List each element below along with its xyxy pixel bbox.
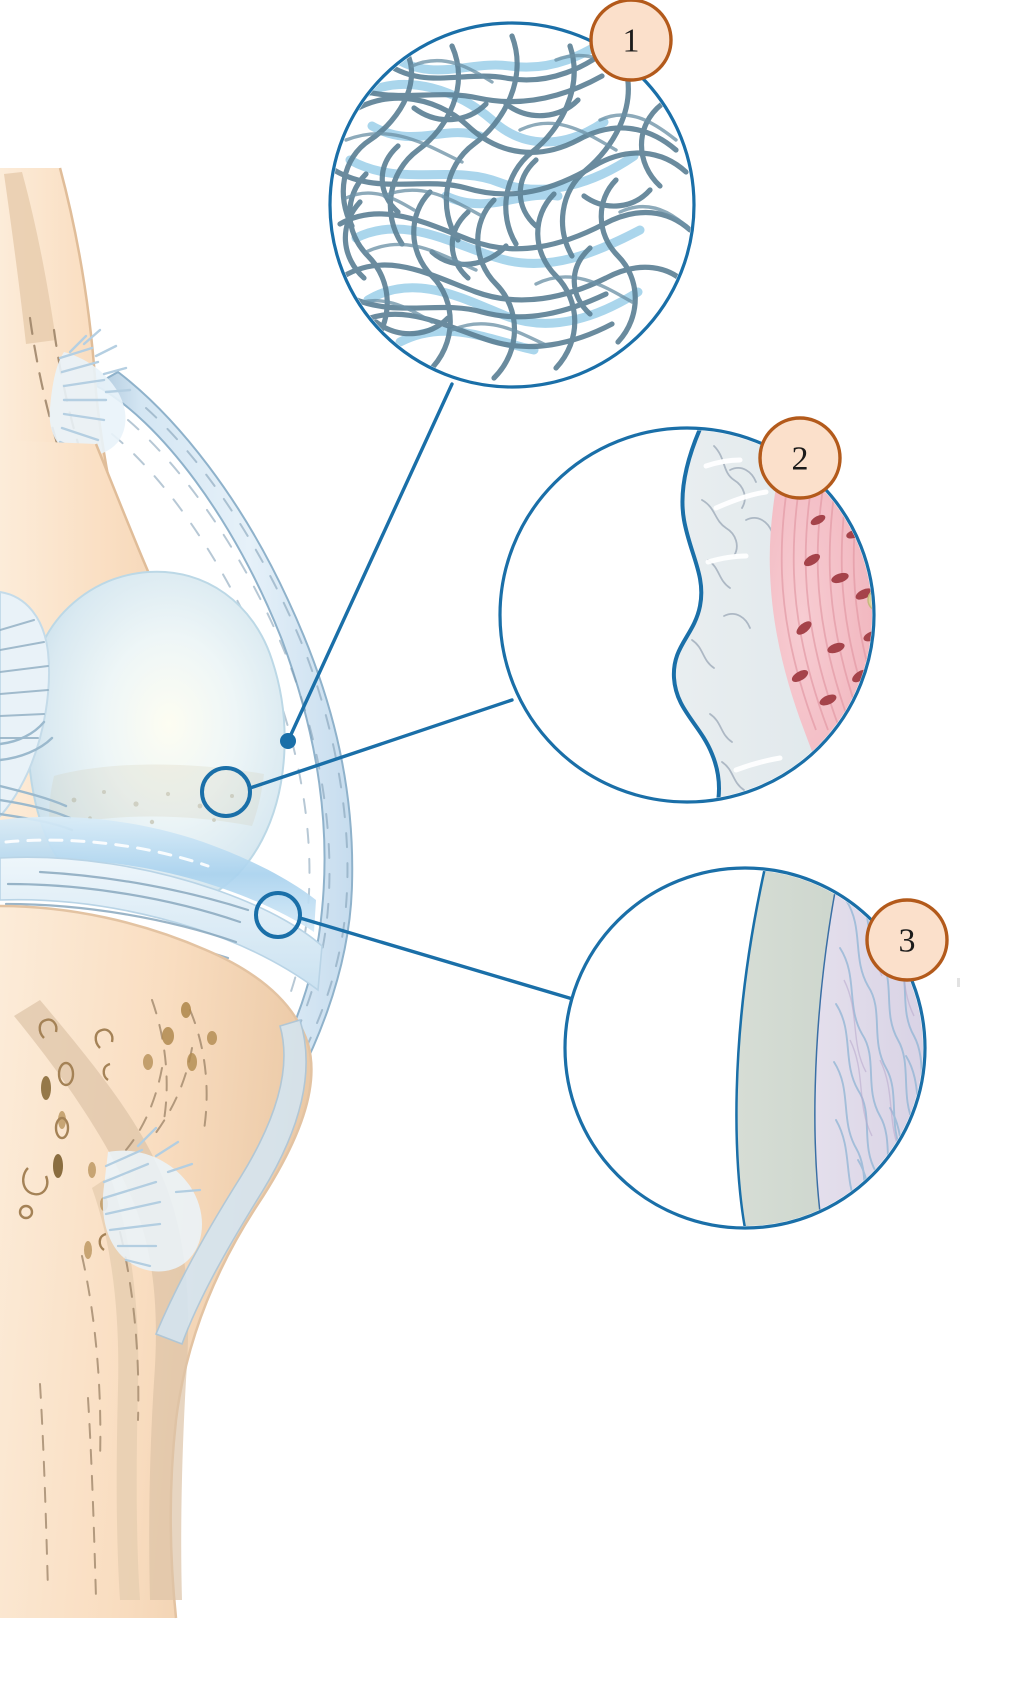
tibia-cortical-stripe xyxy=(92,1176,140,1600)
meniscus-tibial-cartilage xyxy=(0,856,323,992)
tibia-shadow-band xyxy=(14,1000,189,1600)
leader-line-3 xyxy=(298,916,578,1002)
leader-line-2 xyxy=(248,698,514,790)
callout-2-anchor-ring[interactable] xyxy=(200,766,252,818)
callout-badge-1[interactable]: 1 xyxy=(589,0,673,82)
quadriceps-tendon xyxy=(49,328,132,458)
callout-3-anchor-ring[interactable] xyxy=(254,891,302,939)
capsule-lower-tail xyxy=(154,1019,307,1346)
inset-2-cartilage-border xyxy=(671,430,721,800)
callout-badge-2[interactable]: 2 xyxy=(758,416,842,500)
knee-cross-section xyxy=(0,167,354,1619)
leader-lines xyxy=(248,382,578,1002)
inset-2-cartilage-synovium[interactable] xyxy=(498,420,915,820)
synovial-cavity xyxy=(0,816,316,932)
inset-1-ring xyxy=(328,21,696,389)
leader-line-1 xyxy=(286,382,454,743)
tibial-tendon-insertion xyxy=(102,1126,202,1272)
inset-1-collagen-network[interactable] xyxy=(328,21,696,389)
inset-1-content xyxy=(332,31,692,381)
stray-mark xyxy=(957,978,960,987)
synovial-cavity-dashes xyxy=(4,838,210,868)
inset-3-ring xyxy=(563,866,927,1230)
tibia-lacuna-marks xyxy=(18,1018,114,1251)
patella-fiber-lines xyxy=(0,619,49,739)
femur-cortical-stripe xyxy=(4,172,56,344)
callout-badge-3[interactable]: 3 xyxy=(865,898,949,982)
inset-2-ring xyxy=(498,426,876,804)
